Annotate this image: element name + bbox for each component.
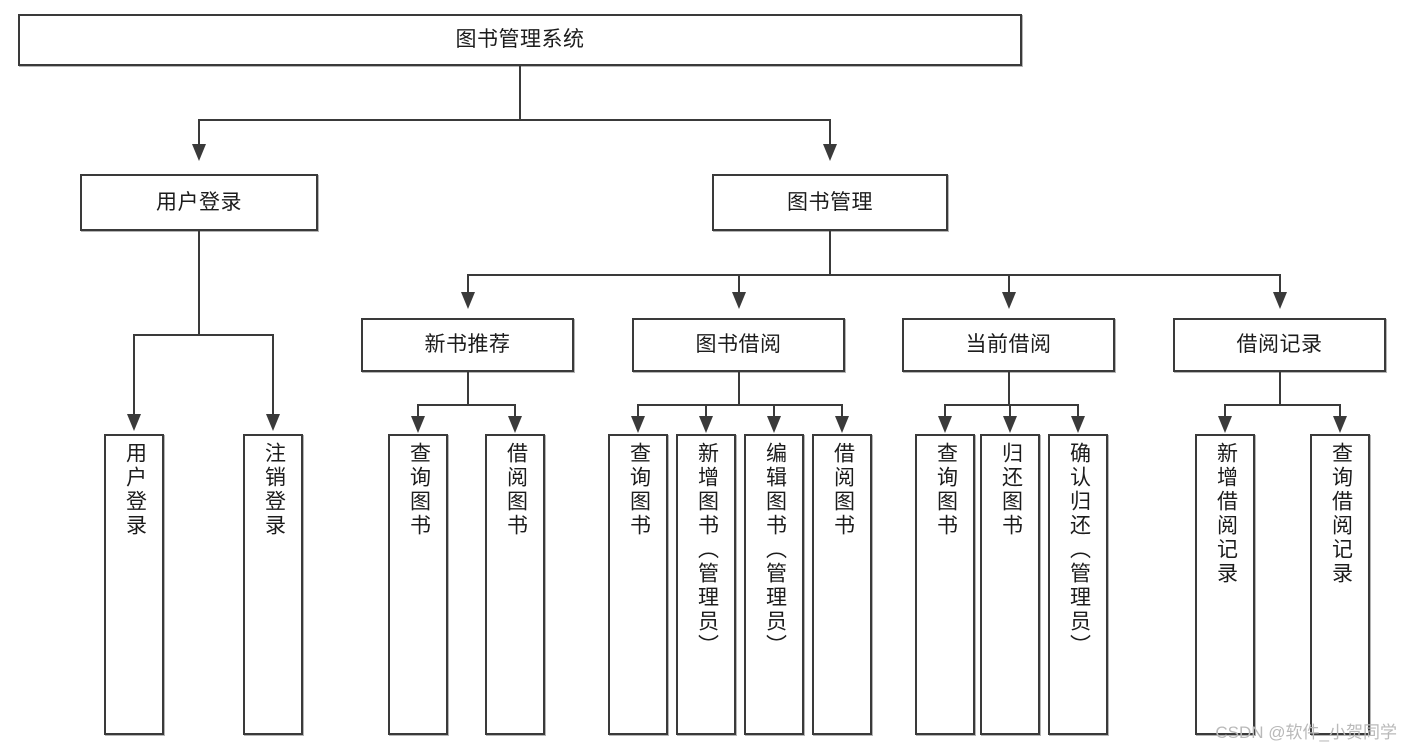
arrowhead-root-to-book-management bbox=[823, 144, 837, 161]
leaf-current-borrow-return-book[interactable]: 归还图书 bbox=[980, 434, 1040, 735]
leaf-new-book-query-book[interactable]: 查询图书 bbox=[388, 434, 448, 735]
arrowhead-user-login-to-leaf-1 bbox=[127, 414, 141, 431]
connector-user-login-bus bbox=[133, 334, 273, 336]
connector-book-borrow-to-leaf-2 bbox=[705, 404, 707, 418]
node-new-book-recommend[interactable]: 新书推荐 bbox=[361, 318, 574, 372]
leaf-new-book-borrow-book[interactable]: 借阅图书 bbox=[485, 434, 545, 735]
connector-book-borrow-to-leaf-4 bbox=[841, 404, 843, 418]
node-label: 编辑图书（管理员） bbox=[763, 442, 787, 658]
node-book-management[interactable]: 图书管理 bbox=[712, 174, 948, 231]
connector-book-borrow-stem bbox=[738, 372, 740, 406]
leaf-book-borrow-edit-book-admin[interactable]: 编辑图书（管理员） bbox=[744, 434, 804, 735]
leaf-user-login-logout[interactable]: 注销登录 bbox=[243, 434, 303, 735]
node-current-borrow[interactable]: 当前借阅 bbox=[902, 318, 1115, 372]
leaf-book-borrow-add-book-admin[interactable]: 新增图书（管理员） bbox=[676, 434, 736, 735]
node-book-borrow[interactable]: 图书借阅 bbox=[632, 318, 845, 372]
arrowhead-borrow-record-to-leaf-1 bbox=[1218, 416, 1232, 433]
node-label: 借阅图书 bbox=[831, 442, 855, 538]
connector-user-login-to-leaf-2 bbox=[272, 334, 274, 416]
connector-current-borrow-to-leaf-3 bbox=[1077, 404, 1079, 418]
connector-book-management-bus bbox=[467, 274, 1280, 276]
node-label: 用户登录 bbox=[123, 442, 147, 538]
arrowhead-borrow-record-to-leaf-2 bbox=[1333, 416, 1347, 433]
connector-current-borrow-bus bbox=[944, 404, 1078, 406]
connector-new-book-bus bbox=[417, 404, 516, 406]
connector-book-borrow-to-leaf-1 bbox=[637, 404, 639, 418]
arrowhead-book-borrow-to-leaf-2 bbox=[699, 416, 713, 433]
connector-new-book-to-leaf-1 bbox=[417, 404, 419, 418]
node-label: 注销登录 bbox=[262, 442, 286, 538]
connector-borrow-record-stem bbox=[1279, 372, 1281, 406]
node-label: 新书推荐 bbox=[424, 333, 511, 357]
leaf-user-login-login[interactable]: 用户登录 bbox=[104, 434, 164, 735]
arrowhead-bm-to-book-borrow bbox=[732, 292, 746, 309]
leaf-current-borrow-confirm-return-admin[interactable]: 确认归还（管理员） bbox=[1048, 434, 1108, 735]
watermark-text: CSDN @软件_小贺同学 bbox=[1215, 723, 1397, 742]
connector-bm-to-current-borrow bbox=[1008, 274, 1010, 294]
connector-root-to-user-login bbox=[198, 119, 200, 146]
arrowhead-book-borrow-to-leaf-4 bbox=[835, 416, 849, 433]
node-label: 图书管理 bbox=[787, 190, 873, 214]
node-label: 图书管理系统 bbox=[455, 28, 585, 52]
connector-current-borrow-to-leaf-2 bbox=[1009, 404, 1011, 418]
arrowhead-bm-to-borrow-record bbox=[1273, 292, 1287, 309]
arrowhead-new-book-to-leaf-2 bbox=[508, 416, 522, 433]
node-label: 图书借阅 bbox=[695, 333, 782, 357]
arrowhead-current-borrow-to-leaf-2 bbox=[1003, 416, 1017, 433]
node-label: 查询图书 bbox=[627, 442, 651, 538]
arrowhead-bm-to-new-book bbox=[461, 292, 475, 309]
node-label: 新增图书（管理员） bbox=[695, 442, 719, 658]
arrowhead-current-borrow-to-leaf-3 bbox=[1071, 416, 1085, 433]
connector-borrow-record-to-leaf-1 bbox=[1224, 404, 1226, 418]
node-label: 确认归还（管理员） bbox=[1067, 442, 1091, 658]
leaf-book-borrow-borrow-book[interactable]: 借阅图书 bbox=[812, 434, 872, 735]
node-label: 用户登录 bbox=[156, 190, 242, 214]
node-label: 查询图书 bbox=[407, 442, 431, 538]
node-label: 借阅记录 bbox=[1236, 333, 1323, 357]
arrowhead-bm-to-current-borrow bbox=[1002, 292, 1016, 309]
connector-current-borrow-stem bbox=[1008, 372, 1010, 406]
node-label: 新增借阅记录 bbox=[1214, 442, 1238, 586]
leaf-borrow-record-add-record[interactable]: 新增借阅记录 bbox=[1195, 434, 1255, 735]
connector-root-stem bbox=[519, 66, 521, 120]
connector-root-bus bbox=[198, 119, 831, 121]
arrowhead-current-borrow-to-leaf-1 bbox=[938, 416, 952, 433]
leaf-borrow-record-query-record[interactable]: 查询借阅记录 bbox=[1310, 434, 1370, 735]
leaf-current-borrow-query-book[interactable]: 查询图书 bbox=[915, 434, 975, 735]
connector-bm-to-new-book bbox=[467, 274, 469, 294]
connector-borrow-record-to-leaf-2 bbox=[1339, 404, 1341, 418]
node-label: 查询借阅记录 bbox=[1329, 442, 1353, 586]
connector-book-management-stem bbox=[829, 231, 831, 276]
connector-book-borrow-bus bbox=[637, 404, 841, 406]
connector-bm-to-book-borrow bbox=[738, 274, 740, 294]
leaf-book-borrow-query-book[interactable]: 查询图书 bbox=[608, 434, 668, 735]
node-label: 当前借阅 bbox=[965, 333, 1052, 357]
node-borrow-record[interactable]: 借阅记录 bbox=[1173, 318, 1386, 372]
connector-borrow-record-bus bbox=[1224, 404, 1340, 406]
node-label: 归还图书 bbox=[999, 442, 1023, 538]
connector-book-borrow-to-leaf-3 bbox=[773, 404, 775, 418]
node-root-book-management-system[interactable]: 图书管理系统 bbox=[18, 14, 1022, 66]
node-label: 查询图书 bbox=[934, 442, 958, 538]
connector-user-login-stem bbox=[198, 231, 200, 336]
connector-new-book-stem bbox=[467, 372, 469, 406]
arrowhead-book-borrow-to-leaf-1 bbox=[631, 416, 645, 433]
node-user-login[interactable]: 用户登录 bbox=[80, 174, 318, 231]
arrowhead-user-login-to-leaf-2 bbox=[266, 414, 280, 431]
connector-root-to-book-management bbox=[829, 119, 831, 146]
arrowhead-book-borrow-to-leaf-3 bbox=[767, 416, 781, 433]
arrowhead-new-book-to-leaf-1 bbox=[411, 416, 425, 433]
connector-bm-to-borrow-record bbox=[1279, 274, 1281, 294]
arrowhead-root-to-user-login bbox=[192, 144, 206, 161]
connector-user-login-to-leaf-1 bbox=[133, 334, 135, 416]
connector-current-borrow-to-leaf-1 bbox=[944, 404, 946, 418]
connector-new-book-to-leaf-2 bbox=[514, 404, 516, 418]
node-label: 借阅图书 bbox=[504, 442, 528, 538]
